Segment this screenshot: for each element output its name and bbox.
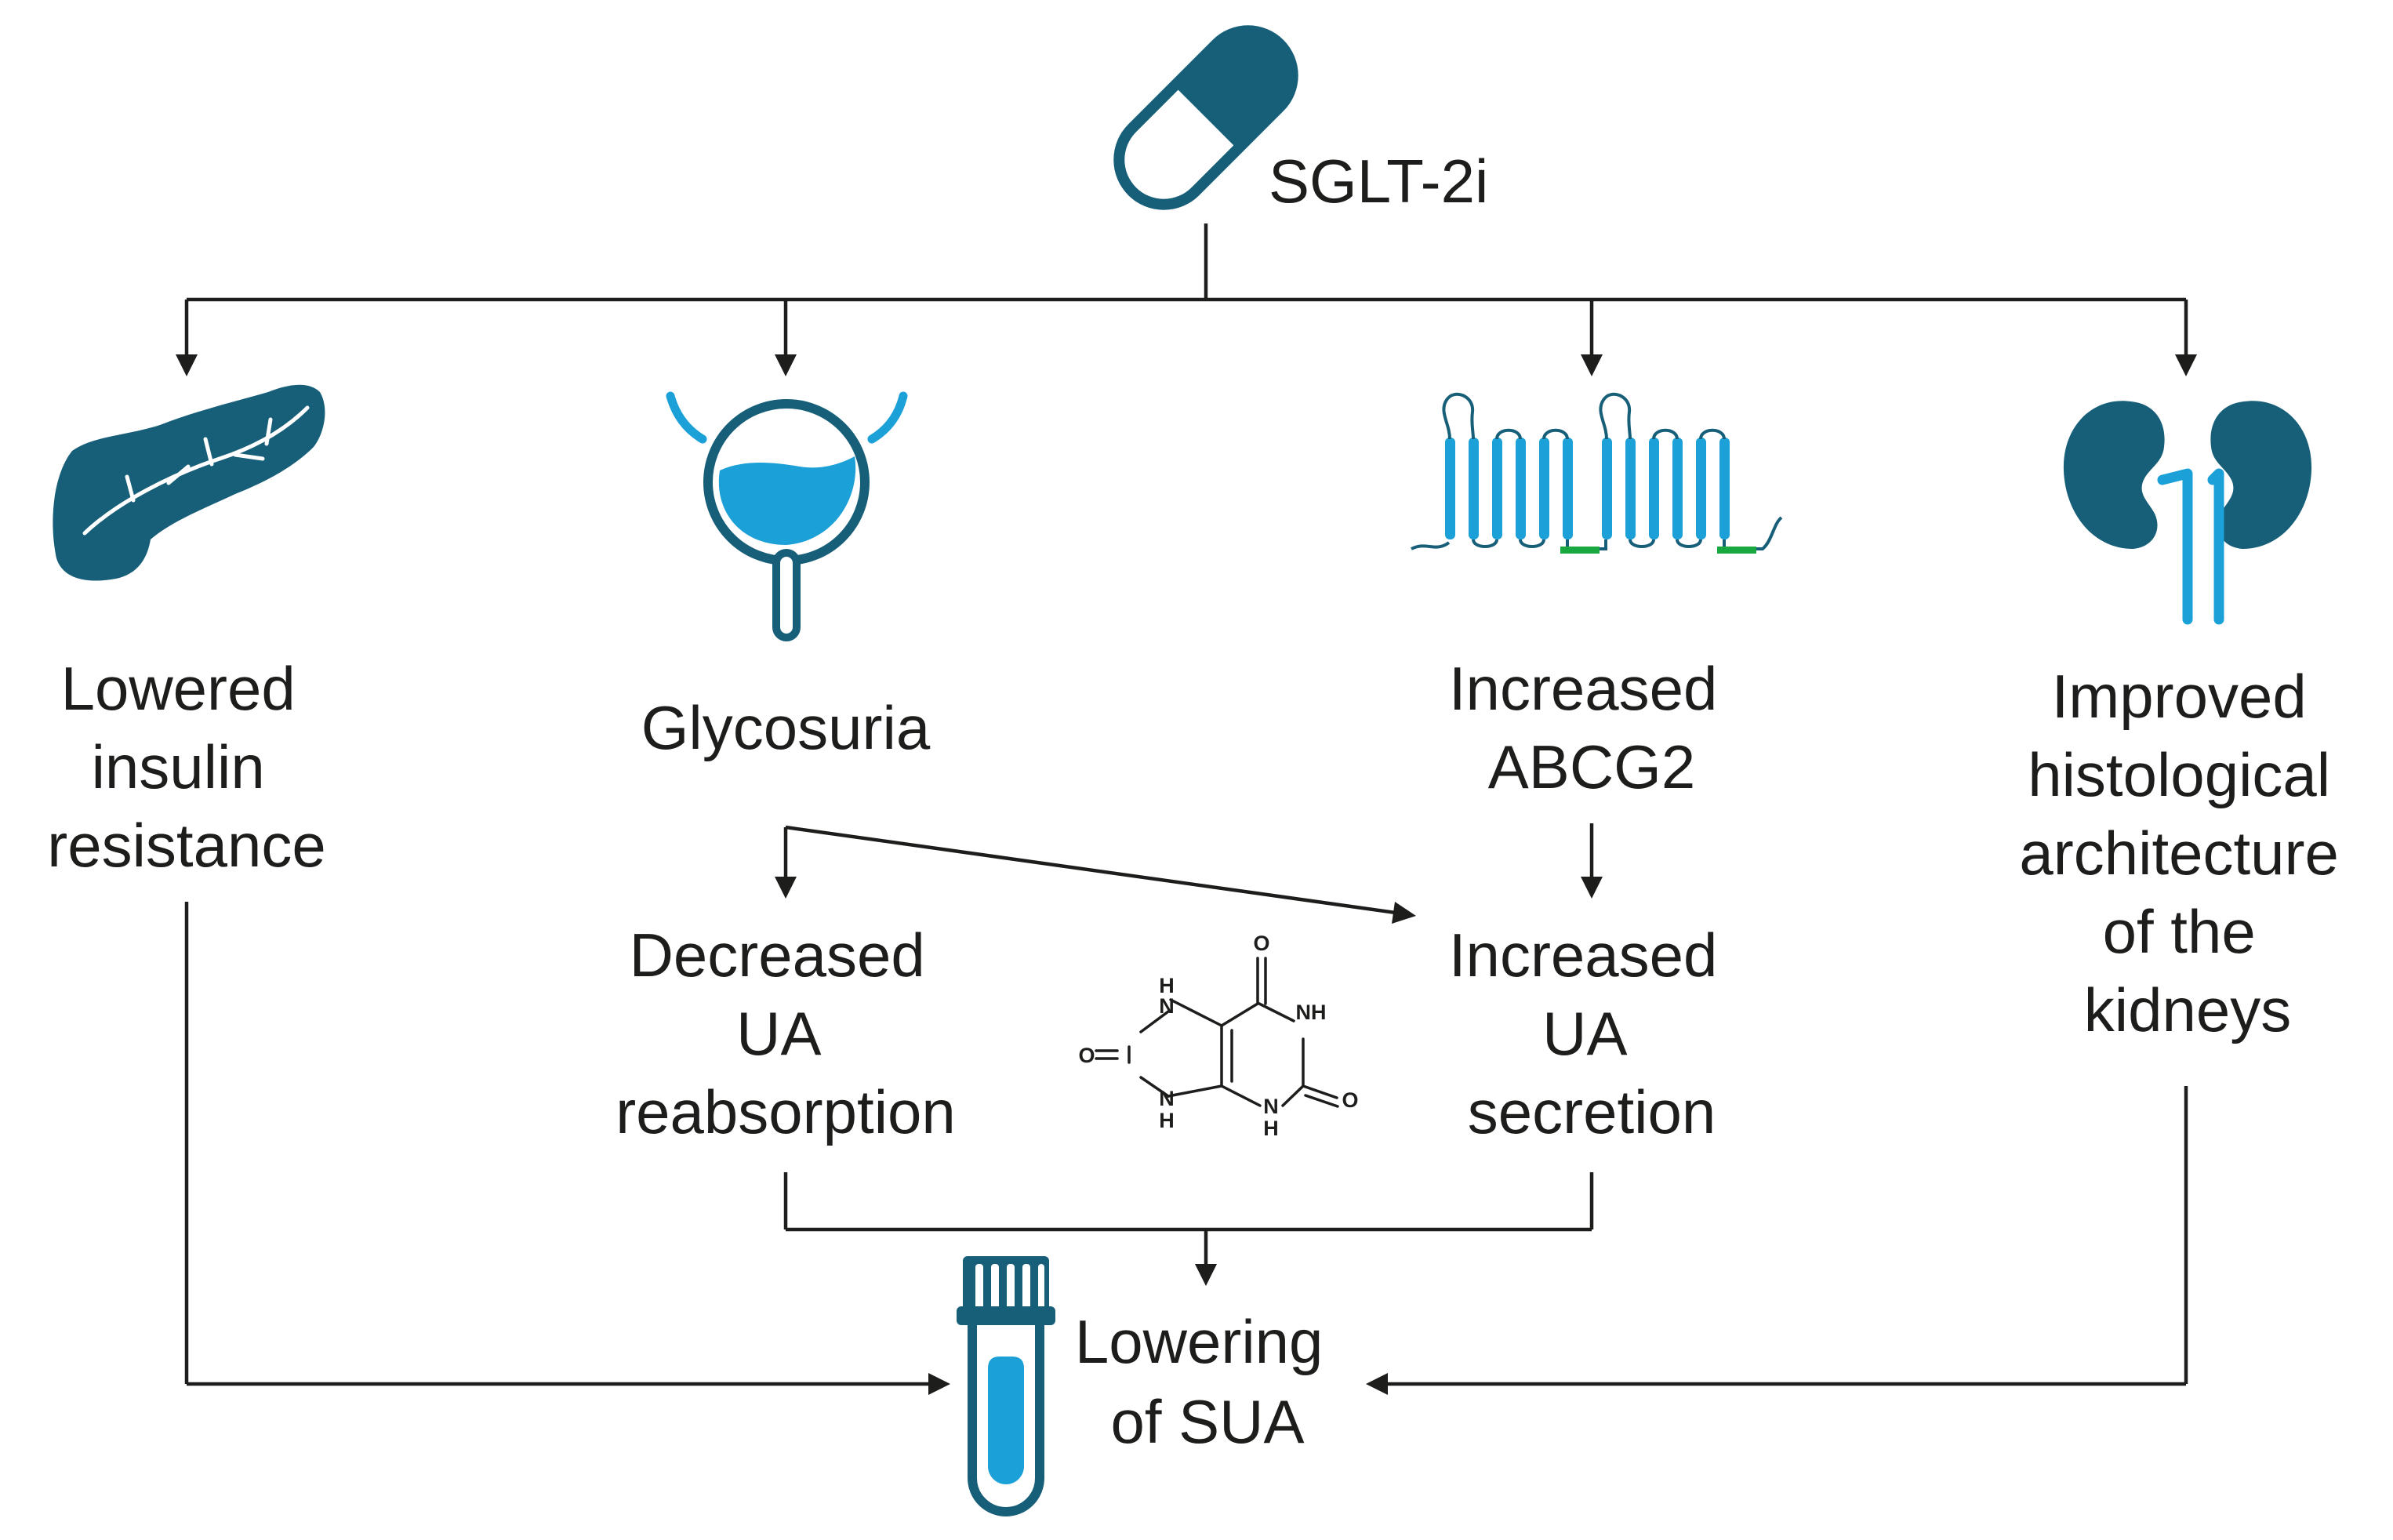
outcome-connectors: [184, 902, 2188, 1395]
atom-label: N: [1159, 1087, 1175, 1110]
kidneys-label-line: Improved: [2052, 662, 2307, 731]
kidneys-label-line: histological: [2028, 740, 2330, 809]
pancreas-icon: [53, 384, 325, 581]
transmembrane-protein-icon: [1411, 392, 1783, 554]
outcome-label: Lowering of SUA: [1075, 1307, 1340, 1456]
top-branch-connectors: [176, 223, 2197, 376]
kidneys-icon: [2063, 401, 2312, 625]
atom-label: O: [1253, 932, 1269, 955]
insulin-label-line: resistance: [47, 811, 326, 880]
secretion-label-line: Increased: [1449, 921, 1718, 990]
insulin-label-line: Lowered: [61, 654, 296, 723]
kidneys-label-line: kidneys: [2084, 975, 2291, 1044]
reabsorption-label: Decreased UA reabsorption: [615, 921, 956, 1146]
abcg2-label: Increased ABCG2: [1449, 654, 1734, 801]
outcome-label-line: Lowering: [1075, 1307, 1324, 1376]
atom-label: H: [1159, 974, 1175, 997]
secretion-label: Increased UA secretion: [1449, 921, 1734, 1146]
drug-label: SGLT-2i: [1269, 147, 1488, 216]
uric-acid-molecule-icon: H N O N H O NH N H O: [1078, 932, 1358, 1140]
glycosuria-label: Glycosuria: [641, 693, 931, 762]
mechanism-connectors: [775, 823, 1603, 924]
kidneys-label-line: architecture: [2019, 819, 2339, 888]
bladder-icon: [666, 391, 908, 641]
secretion-label-line: UA: [1542, 999, 1627, 1068]
test-tube-icon: [957, 1256, 1055, 1516]
insulin-label: Lowered insulin resistance: [47, 654, 326, 880]
abcg2-label-line: ABCG2: [1488, 732, 1695, 801]
kidneys-label-line: of the: [2103, 897, 2256, 966]
atom-label: NH: [1296, 1001, 1327, 1024]
atom-label: N: [1159, 994, 1175, 1018]
atom-label: H: [1159, 1109, 1175, 1132]
secretion-label-line: secretion: [1468, 1077, 1716, 1146]
glycosuria-label-line: Glycosuria: [641, 693, 931, 762]
outcome-label-line: of SUA: [1110, 1387, 1304, 1456]
atom-label: N: [1263, 1095, 1279, 1118]
reabsorption-label-line: Decreased: [630, 921, 925, 990]
reabsorption-label-line: reabsorption: [615, 1077, 956, 1146]
capsule-icon: [1113, 25, 1298, 210]
atom-label: H: [1263, 1117, 1279, 1140]
kidneys-label: Improved histological architecture of th…: [2019, 662, 2355, 1044]
atom-label: O: [1342, 1088, 1358, 1112]
abcg2-label-line: Increased: [1449, 654, 1718, 723]
reabsorption-label-line: UA: [736, 999, 821, 1068]
insulin-label-line: insulin: [92, 732, 265, 801]
atom-label: O: [1078, 1044, 1095, 1067]
